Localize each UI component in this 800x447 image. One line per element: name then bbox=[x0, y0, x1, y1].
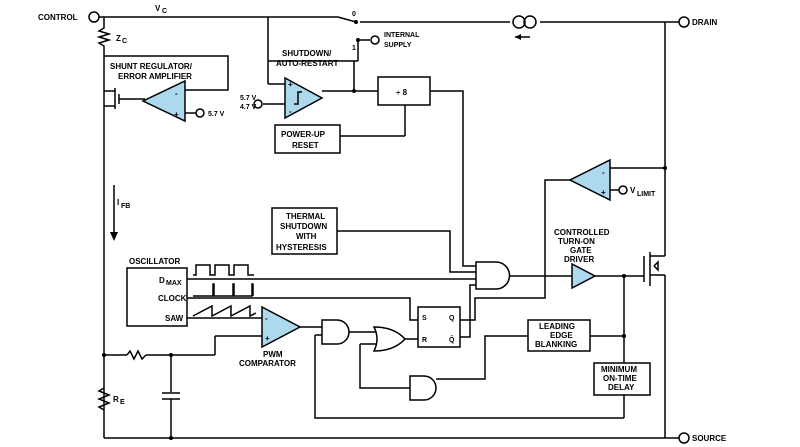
pwm-and-gate bbox=[321, 319, 350, 345]
pwm-plus: + bbox=[265, 334, 270, 343]
leading-edge-blanking-block bbox=[527, 319, 591, 352]
power-mosfet bbox=[643, 252, 666, 438]
shunt-minus: - bbox=[175, 89, 178, 98]
oscillator-block bbox=[126, 267, 188, 327]
drain-label: DRAIN bbox=[692, 18, 718, 27]
supply-switch bbox=[354, 20, 380, 61]
shunt-transistor bbox=[104, 88, 145, 109]
dmax-waveform bbox=[193, 264, 254, 276]
mot-label-2: ON-TIME bbox=[603, 374, 637, 383]
vlimit-pin bbox=[618, 185, 628, 195]
clock-label: CLOCK bbox=[158, 294, 187, 303]
mot-label-1: MINIMUM bbox=[601, 365, 637, 374]
shutdown-plus: + bbox=[288, 80, 293, 89]
filter-capacitor bbox=[162, 355, 180, 438]
output-and-gate bbox=[475, 261, 511, 290]
drain-pin bbox=[678, 16, 690, 28]
current-limit-comparator bbox=[568, 158, 611, 202]
vlimit-sub-label: LIMIT bbox=[637, 191, 656, 198]
pwm-label-1: PWM bbox=[263, 350, 283, 359]
vc-label: V bbox=[155, 4, 161, 13]
leb-label-2: EDGE bbox=[550, 331, 573, 340]
internal-supply-label-2: SUPPLY bbox=[384, 42, 412, 49]
gate-driver-buffer bbox=[571, 262, 597, 290]
ifb-sub-label: FB bbox=[121, 203, 130, 210]
hyst-ref-pin bbox=[253, 99, 263, 109]
thermal-label-1: THERMAL bbox=[286, 212, 325, 221]
gate-label-1: CONTROLLED bbox=[554, 228, 610, 237]
shunt-label-1: SHUNT REGULATOR/ bbox=[110, 62, 193, 71]
leb-label-1: LEADING bbox=[539, 322, 575, 331]
shutdown-minus: - bbox=[289, 107, 292, 116]
ff-r-label: R bbox=[422, 337, 427, 344]
or-gate bbox=[372, 326, 407, 352]
hysteresis-icon bbox=[294, 91, 302, 105]
re-label: R bbox=[113, 395, 119, 404]
pwm-label-2: COMPARATOR bbox=[239, 359, 296, 368]
re-resistor bbox=[96, 387, 112, 411]
gate-label-3: GATE bbox=[570, 246, 592, 255]
mot-label-3: DELAY bbox=[608, 383, 635, 392]
divide-by-8-block bbox=[377, 76, 431, 106]
shunt-plus: + bbox=[174, 110, 179, 119]
switch-0-label: 0 bbox=[352, 11, 356, 18]
shutdown-label-1: SHUTDOWN/ bbox=[282, 49, 332, 58]
blanking-and-gate bbox=[409, 375, 437, 401]
saw-label: SAW bbox=[165, 314, 184, 323]
source-label: SOURCE bbox=[692, 434, 727, 443]
current-source-symbol bbox=[512, 15, 537, 40]
pwm-minus: - bbox=[265, 314, 268, 323]
ref-57-label: 5.7 V bbox=[208, 111, 225, 118]
dmax-sub-label: MAX bbox=[166, 280, 182, 287]
dmax-label: D bbox=[159, 276, 165, 285]
switch-1-label: 1 bbox=[352, 45, 356, 52]
hyst-57-label: 5.7 V bbox=[240, 95, 257, 102]
shutdown-comparator bbox=[284, 76, 324, 120]
source-pin bbox=[678, 432, 690, 444]
vlimit-minus: - bbox=[602, 168, 605, 177]
power-up-reset-block bbox=[274, 124, 341, 154]
shutdown-label-2: AUTO-RESTART bbox=[276, 59, 338, 68]
ff-q-label: Q bbox=[449, 315, 455, 322]
vlimit-label: V bbox=[630, 186, 636, 195]
ifb-arrow bbox=[110, 185, 118, 241]
shunt-error-amplifier bbox=[141, 79, 186, 123]
pwm-comparator bbox=[261, 305, 302, 349]
shunt-label-2: ERROR AMPLIFIER bbox=[118, 72, 192, 81]
ff-qbar-label: Q̄ bbox=[449, 335, 455, 344]
clock-waveform bbox=[193, 283, 254, 297]
vc-rail bbox=[99, 16, 679, 252]
thermal-shutdown-block bbox=[271, 207, 338, 255]
re-sub-label: E bbox=[120, 399, 125, 406]
filter-resistor bbox=[104, 335, 262, 361]
oscillator-label: OSCILLATOR bbox=[129, 257, 180, 266]
ifb-label: I bbox=[117, 198, 119, 207]
gate-label-4: DRIVER bbox=[564, 255, 594, 264]
ref-57-pin bbox=[195, 108, 205, 118]
control-pin bbox=[88, 11, 100, 23]
minimum-on-time-delay-block bbox=[593, 362, 651, 396]
sr-flip-flop bbox=[417, 306, 461, 348]
gate-label-2: TURN-ON bbox=[558, 237, 595, 246]
hyst-47-label: 4.7 V bbox=[240, 104, 257, 111]
zc-zener bbox=[96, 17, 112, 56]
divide-label: ÷ 8 bbox=[396, 88, 408, 97]
control-label: CONTROL bbox=[38, 13, 78, 22]
powerup-label-1: POWER-UP bbox=[281, 130, 326, 139]
internal-supply-label: INTERNAL bbox=[384, 32, 420, 39]
thermal-label-3: WITH bbox=[296, 232, 317, 241]
ff-s-label: S bbox=[422, 315, 427, 322]
zc-sub-label: C bbox=[122, 38, 127, 45]
thermal-label-2: SHUTDOWN bbox=[280, 222, 327, 231]
zc-label: Z bbox=[116, 34, 121, 43]
powerup-label-2: RESET bbox=[292, 141, 319, 150]
vc-sub-label: C bbox=[162, 8, 167, 15]
saw-waveform bbox=[192, 304, 257, 318]
leb-label-3: BLANKING bbox=[535, 340, 577, 349]
vlimit-plus: + bbox=[601, 188, 606, 197]
thermal-label-4: HYSTERESIS bbox=[276, 243, 327, 252]
